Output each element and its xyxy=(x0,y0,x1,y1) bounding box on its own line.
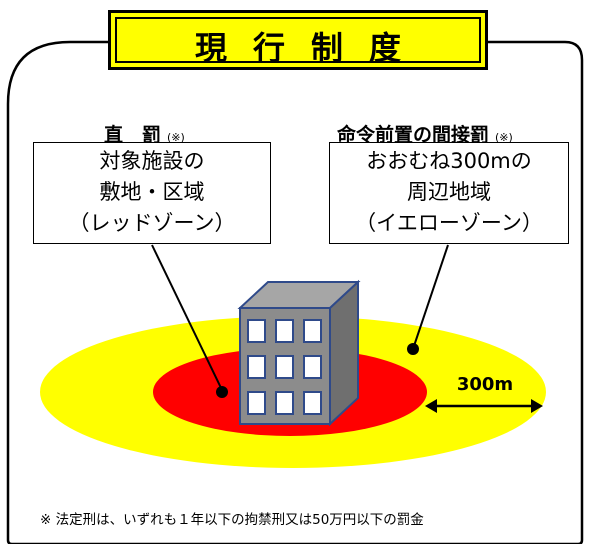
indirect-label-box: おおむね300mの 周辺地域 （イエローゾーン） xyxy=(329,142,569,244)
direct-label-box: 対象施設の 敷地・区域 （レッドゾーン） xyxy=(33,142,271,244)
indirect-leader-dot xyxy=(407,343,419,355)
indirect-line-1: おおむね300mの xyxy=(366,149,532,173)
distance-arrow xyxy=(425,399,543,413)
page-title: 現行制度 xyxy=(194,29,427,67)
direct-heading-note: (※) xyxy=(167,131,185,144)
building xyxy=(237,279,361,427)
indirect-heading: 命令前置の間接罰 (※) xyxy=(337,120,513,147)
indirect-line-3: （イエローゾーン） xyxy=(355,211,543,235)
direct-heading: 直 罰 (※) xyxy=(104,120,185,147)
direct-line-3: （レッドゾーン） xyxy=(68,211,236,235)
direct-leader-dot xyxy=(216,386,228,398)
indirect-heading-text: 命令前置の間接罰 xyxy=(337,124,490,146)
title-banner: 現行制度 xyxy=(108,10,488,70)
indirect-line-2: 周辺地域 xyxy=(407,180,491,204)
distance-label: 300m xyxy=(456,374,514,395)
direct-line-2: 敷地・区域 xyxy=(99,180,205,204)
direct-line-1: 対象施設の xyxy=(99,149,205,173)
direct-leader-line xyxy=(151,244,223,391)
direct-heading-text: 直 罰 xyxy=(104,124,162,146)
indirect-leader-line xyxy=(413,244,449,347)
indirect-heading-note: (※) xyxy=(495,131,513,144)
footnote: ※ 法定刑は、いずれも１年以下の拘禁刑又は50万円以下の罰金 xyxy=(40,512,424,528)
building-windows xyxy=(247,319,322,415)
